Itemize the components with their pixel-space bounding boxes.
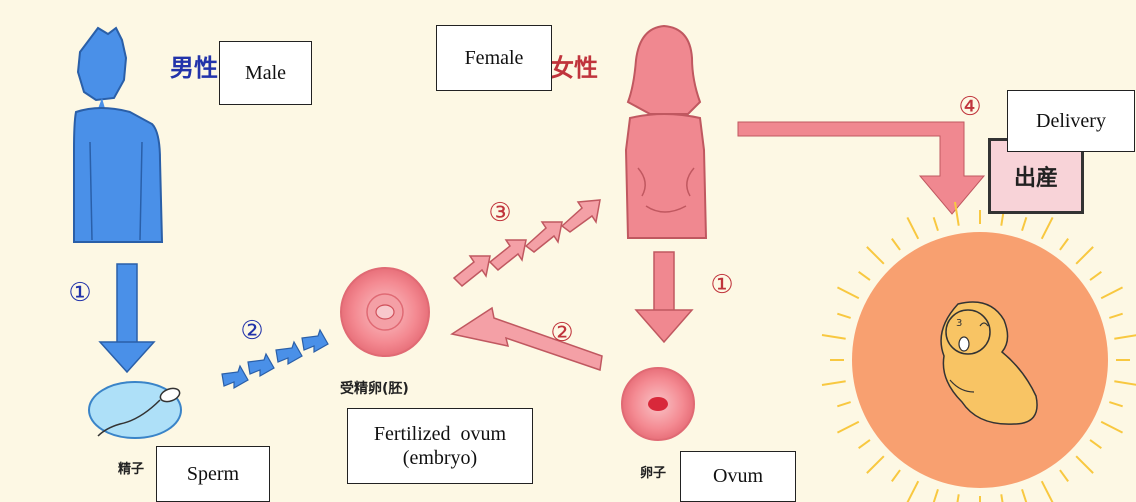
sun-ray (1114, 381, 1136, 385)
step-2-ovum: ② (548, 320, 576, 346)
sun-ray (1042, 481, 1053, 502)
sun-ray (892, 239, 900, 250)
sun-ray (934, 489, 938, 502)
sun-ray (1109, 314, 1122, 318)
ovum-jp-label: 卵子 (640, 462, 666, 481)
sun-ray (1076, 456, 1093, 473)
male-jp-label: 男性 (170, 48, 218, 83)
sun-ray (1022, 489, 1026, 502)
delivery-arrow (738, 122, 984, 214)
sun-ray (1101, 422, 1122, 433)
sun-ray (1109, 402, 1122, 406)
female-figure (626, 26, 706, 238)
sun-ray (907, 217, 918, 238)
delivery-jp-label: 出産 (1014, 160, 1058, 192)
sun-ray (1114, 335, 1136, 339)
fertilized-box-line1: Fertilized ovum (374, 422, 506, 446)
sun-ray (934, 217, 938, 230)
sun-ray (867, 456, 884, 473)
fertilized-box-line2: (embryo) (403, 446, 477, 470)
sperm-cell (89, 382, 181, 438)
sun-ray (859, 272, 870, 280)
svg-text:3: 3 (956, 318, 962, 329)
step-4-delivery: ④ (956, 94, 984, 120)
fertilized-jp-label: 受精卵(胚) (340, 378, 409, 398)
female-jp-label: 女性 (550, 48, 598, 83)
male-to-sperm-arrow (100, 264, 154, 372)
sun-ray (837, 287, 858, 298)
ovum (622, 368, 694, 440)
fertilized-egg (341, 268, 429, 356)
fertilized-box: Fertilized ovum (embryo) (347, 408, 533, 484)
sun-ray (837, 402, 850, 406)
sun-ray (1022, 217, 1026, 230)
female-to-ovum-arrow (636, 252, 692, 342)
sun-ray (1060, 239, 1068, 250)
male-figure (74, 28, 162, 242)
sun-ray (1076, 247, 1093, 264)
sun-ray (1042, 217, 1053, 238)
sun-ray (1090, 272, 1101, 280)
step-1-female: ① (708, 272, 736, 298)
sun-ray (859, 440, 870, 448)
step-1-male: ① (66, 280, 94, 306)
ovum-to-fertilized-arrow (452, 308, 602, 370)
sun-ray (1001, 494, 1005, 502)
sun-ray (1090, 440, 1101, 448)
sun-ray (822, 381, 846, 385)
sperm-box: Sperm (156, 446, 270, 502)
sun-ray (1101, 287, 1122, 298)
step-3-embryo: ③ (486, 200, 514, 226)
sun-ray (837, 422, 858, 433)
sun-ray (907, 481, 918, 502)
sperm-jp-label: 精子 (118, 458, 144, 477)
sun-ray (822, 335, 846, 339)
step-2-sperm: ② (238, 318, 266, 344)
delivery-box: Delivery (1007, 90, 1135, 152)
sun-ray (1060, 470, 1068, 481)
male-box: Male (219, 41, 312, 105)
sun-ray (892, 470, 900, 481)
sun-ray (837, 314, 850, 318)
ovum-box: Ovum (680, 451, 796, 502)
sun-ray (867, 247, 884, 264)
fertilized-to-female-arrows (454, 200, 600, 286)
sun-ray (955, 494, 959, 502)
female-box: Female (436, 25, 552, 91)
